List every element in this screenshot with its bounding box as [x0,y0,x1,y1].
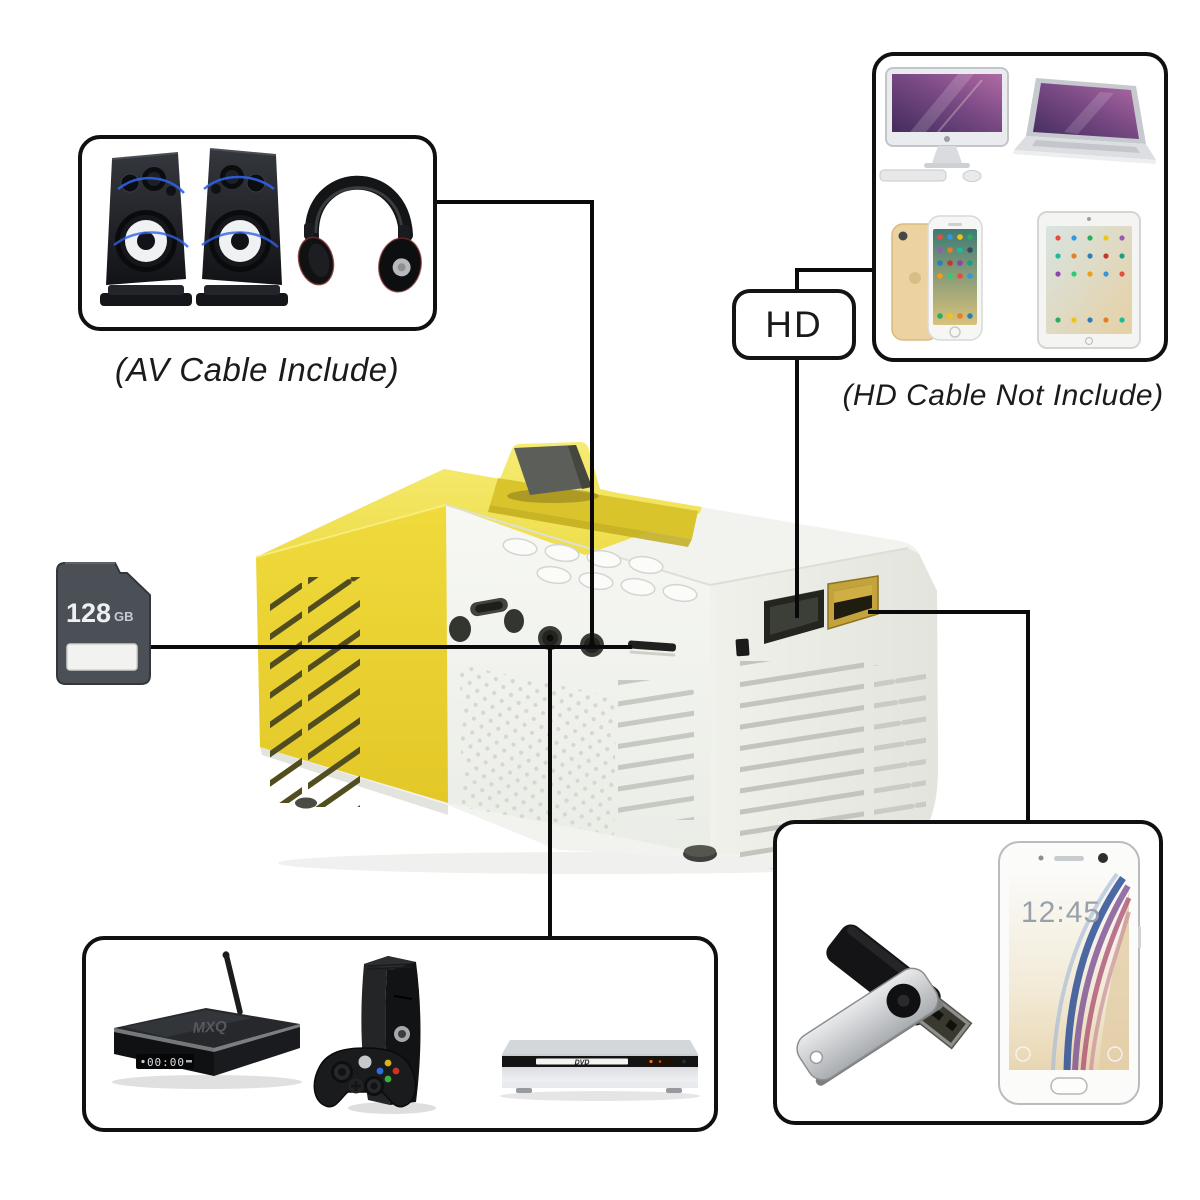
smartphone-icon: 12:45 [998,841,1141,1105]
yellow-vent-slats-1 [270,583,302,803]
right-top-edge [709,547,909,586]
av-devices-box [78,135,437,331]
front-vent-slats [618,680,694,820]
speaker-grille-dots [460,665,616,835]
android-tv-box-icon: MXQ 00:00 [112,951,302,1089]
front-top-edge [445,504,711,586]
macbook-icon [1013,78,1156,164]
control-buttons [502,537,698,603]
power-jack [449,616,471,642]
iphone-app-grid [937,234,973,319]
tv-box-brand: MXQ [192,1018,227,1037]
game-devices-box: MXQ 00:00 [82,936,718,1132]
ipad-icon [1037,211,1141,349]
ipad-app-grid [1055,235,1125,323]
micro-usb-port [470,597,508,617]
headphones-icon [297,175,422,293]
usb-devices-box: 12:45 [773,820,1163,1125]
connector-usb-horizontal [868,610,1030,614]
usb-port [827,575,879,631]
computer-devices-box [872,52,1168,362]
imac-icon [879,67,1009,182]
speaker-icon [100,152,192,306]
iphone-icon [891,215,983,341]
speaker-icon [196,148,288,306]
connector-sd-to-tf-slot [150,645,632,649]
av-caption: (AV Cable Include) [114,351,400,388]
focus-wheel-side [568,445,592,489]
hd-badge-label: HD [765,303,823,345]
smartphone-screen: 12:45 [1009,872,1132,1071]
hd-badge: HD [732,289,856,360]
ir-window [735,638,750,657]
ridge-highlight [255,504,447,558]
sd-capacity: 128 [66,598,111,628]
hd-caption: (HD Cable Not Include) [842,379,1164,412]
hdmi-port [763,588,825,644]
smartphone-lock-time: 12:45 [1021,896,1101,929]
connector-av-port-to-game-box [548,648,552,938]
usb-flash-drive-icon [796,924,973,1086]
connector-av-box-vertical [590,200,594,645]
yellow-vent-slats-2 [308,577,360,807]
mini-projector-image [248,433,948,883]
ir-jack [504,609,524,633]
connector-hd-badge-up [795,268,799,291]
connector-av-box-horizontal [437,200,594,204]
dvd-player-icon: DVD [500,1040,700,1101]
connector-hdmi-to-hd-badge [795,360,799,618]
dvd-badge: DVD [575,1059,590,1066]
sd-label [66,643,138,671]
connector-usb-vertical [1026,610,1030,822]
sd-unit: GB [114,609,134,624]
tf-card-slot [627,640,677,657]
tv-box-led: 00:00 [147,1056,185,1069]
connector-hd-badge-to-computer-box [795,268,874,272]
sd-card-icon: 128 GB [53,558,153,693]
av-port [538,626,562,650]
game-controller-icon [313,1047,417,1108]
